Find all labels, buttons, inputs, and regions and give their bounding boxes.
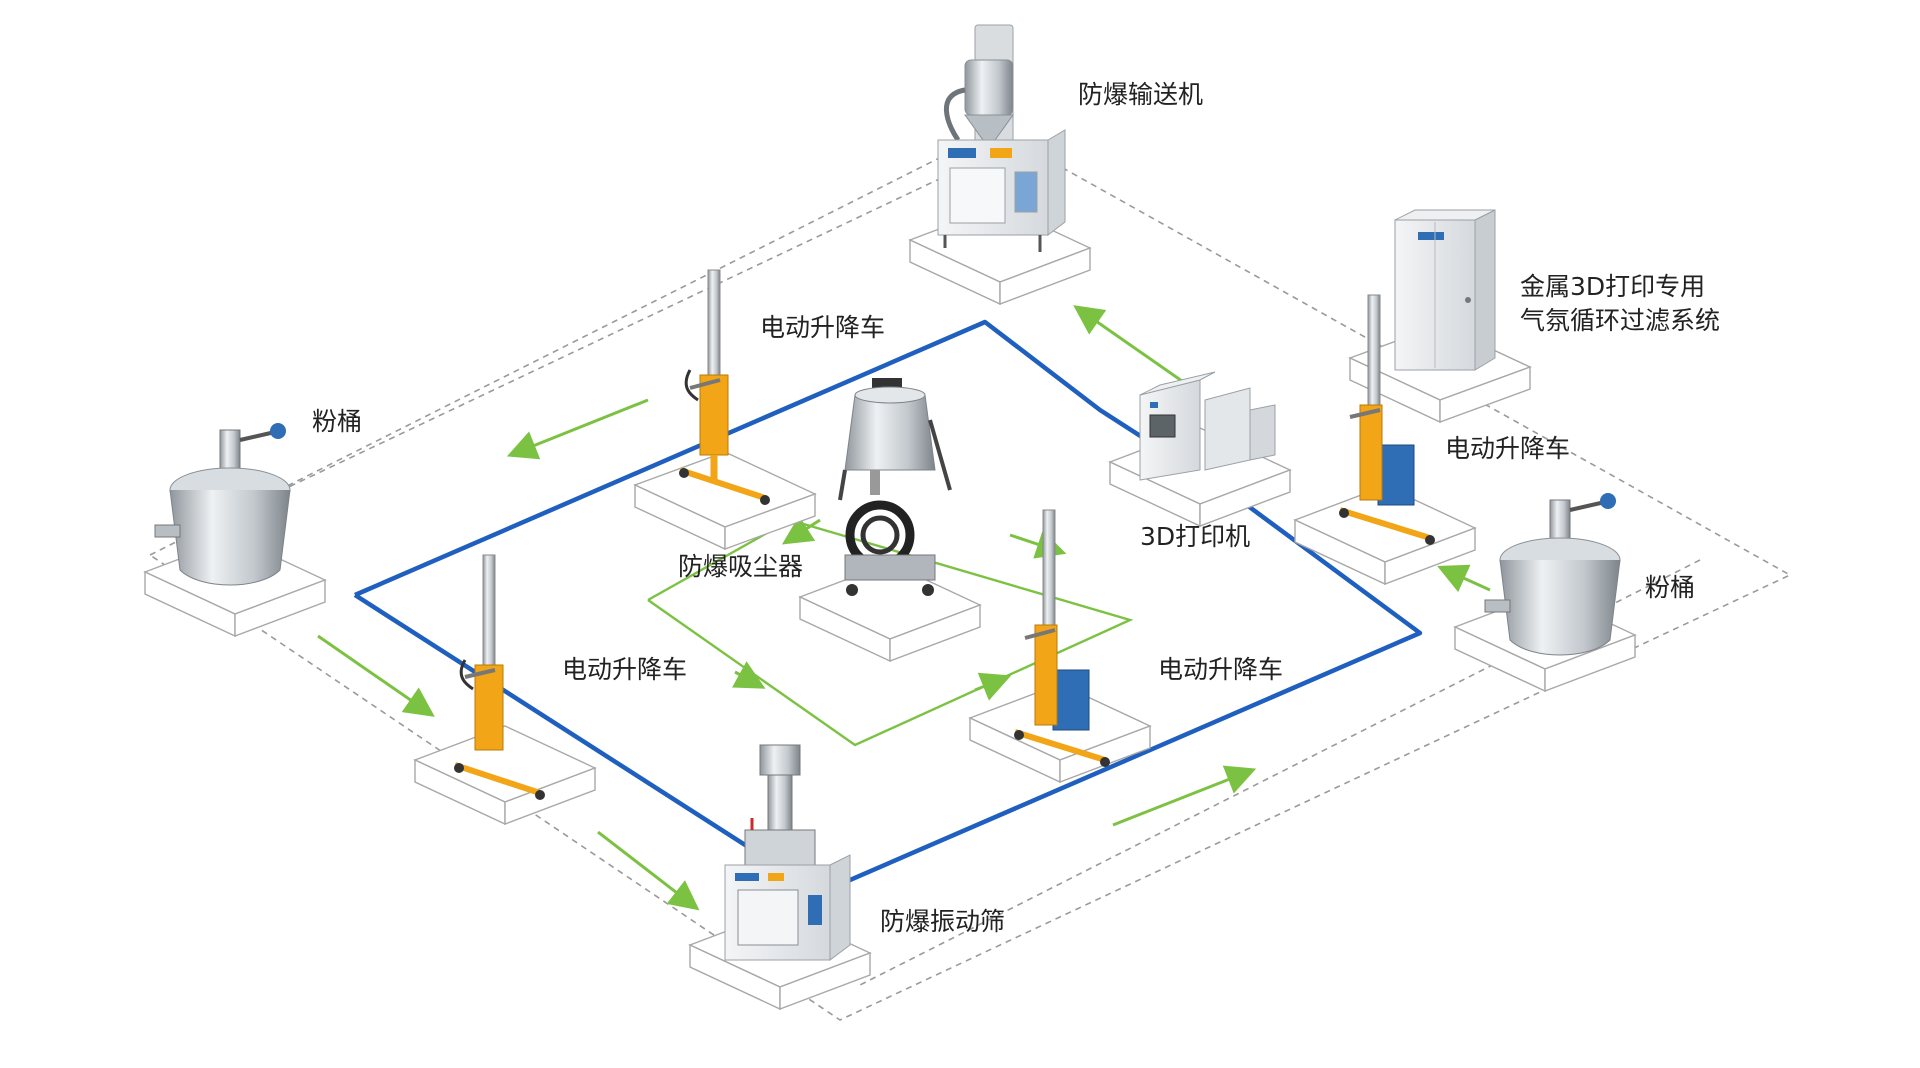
arrow-left-top — [506, 398, 649, 460]
label-conveyor: 防爆输送机 — [1078, 80, 1203, 109]
arrow-bottom-right — [1112, 765, 1257, 827]
atmosphere-filter-cabinet-icon — [1394, 209, 1496, 371]
explosion-proof-conveyor-machine-icon — [937, 24, 1066, 252]
arrow-right-bucket — [1437, 564, 1491, 593]
arrow-left-mid — [317, 634, 435, 717]
arrow-vacuum-left — [781, 515, 821, 545]
label-lift-center: 电动升降车 — [1158, 655, 1283, 684]
electric-lift-cart-top-icon — [679, 269, 770, 505]
label-filter-line1: 金属3D打印专用 — [1520, 272, 1705, 301]
platform-vacuum — [798, 562, 982, 663]
platform-lift-top — [633, 451, 817, 551]
arrow-inner-bottom-right — [974, 672, 1012, 701]
labels: 防爆输送机 金属3D打印专用 气氛循环过滤系统 电动升降车 电动升降车 粉桶 粉… — [312, 80, 1720, 936]
label-lift-top: 电动升降车 — [760, 313, 885, 342]
arrow-inner-bottom-left — [731, 661, 766, 689]
label-sieve: 防爆振动筛 — [880, 907, 1005, 936]
3d-printer-icon — [1139, 371, 1276, 481]
label-printer: 3D打印机 — [1140, 522, 1250, 551]
label-lift-right: 电动升降车 — [1445, 434, 1570, 463]
electric-lift-cart-right-icon — [1339, 294, 1435, 545]
electric-lift-cart-center-icon — [1014, 509, 1110, 767]
platform-lift-center — [968, 683, 1152, 784]
label-vacuum: 防爆吸尘器 — [678, 552, 803, 581]
explosion-proof-vibrating-sieve-icon — [724, 744, 851, 961]
explosion-proof-vacuum-cleaner-icon — [838, 378, 952, 596]
label-bucket-left: 粉桶 — [312, 407, 362, 436]
arrow-printer-to-conveyor — [1073, 305, 1193, 390]
electric-lift-cart-left-icon — [454, 554, 545, 800]
label-filter-line2: 气氛循环过滤系统 — [1520, 306, 1720, 335]
label-bucket-right: 粉桶 — [1645, 573, 1695, 602]
label-lift-left: 电动升降车 — [562, 655, 687, 684]
powder-bucket-left-icon — [154, 423, 291, 586]
arrow-left-bottom — [597, 830, 700, 911]
platform-lift-left — [413, 725, 597, 826]
powder-bucket-right-icon — [1484, 493, 1621, 656]
green-inner-loop — [647, 518, 1134, 747]
